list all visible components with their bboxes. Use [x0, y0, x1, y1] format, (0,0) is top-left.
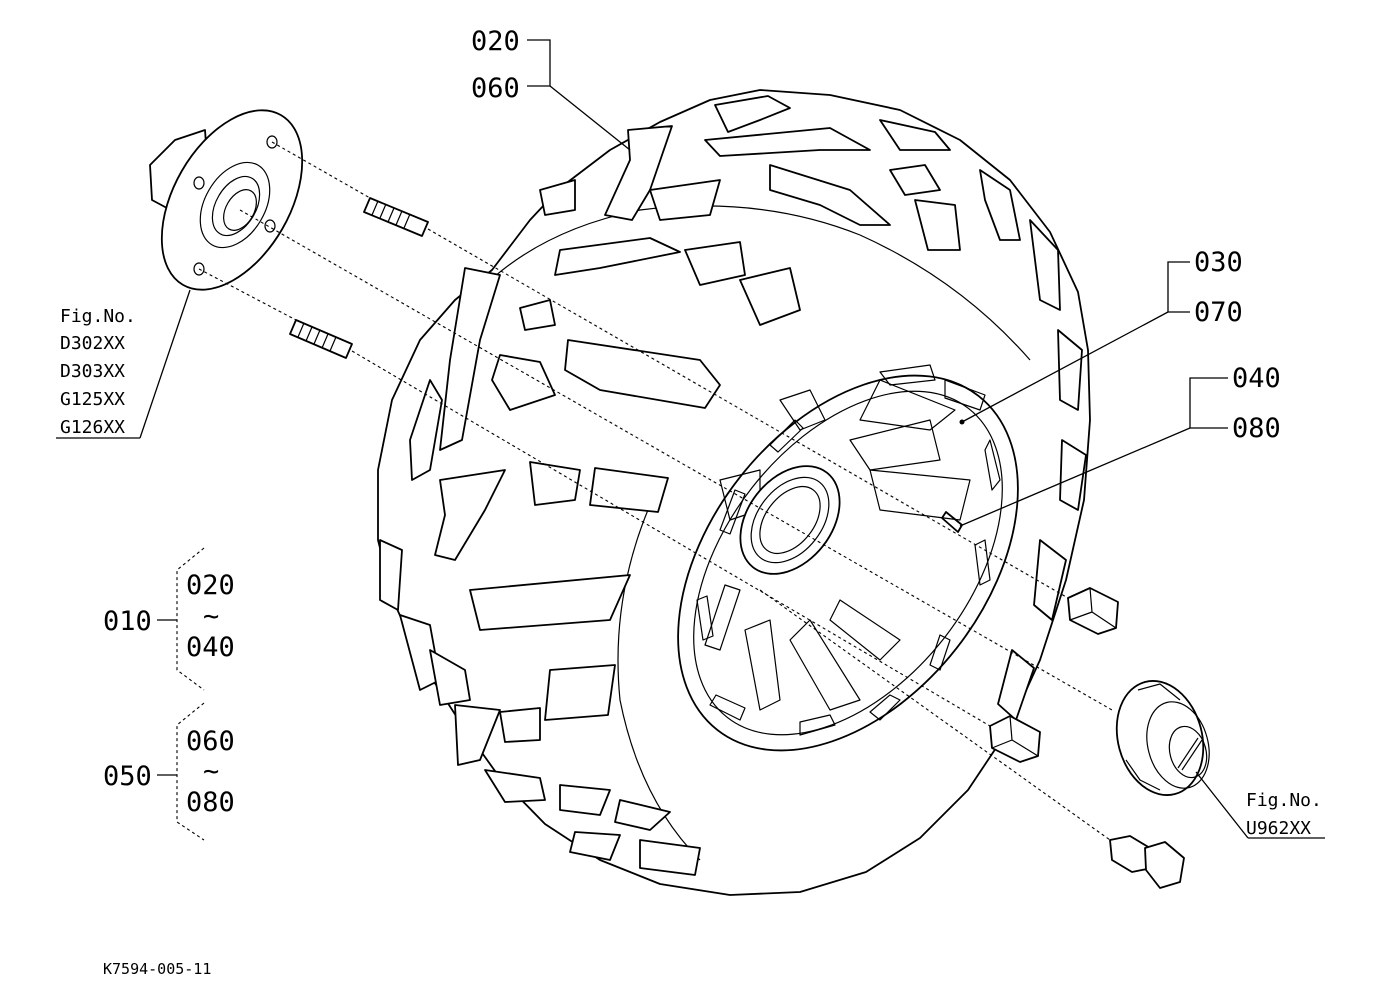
wheel-nut-2 — [989, 715, 1041, 763]
callout-070: 070 — [1194, 297, 1243, 328]
center-cap — [1115, 680, 1210, 796]
group-050-tilde: ~ — [203, 756, 219, 787]
hub-ref-title: Fig.No. — [60, 306, 136, 327]
group-bracket-050 — [157, 702, 205, 841]
wheel-nut-3 — [1109, 835, 1185, 889]
leader-lines — [56, 39, 1325, 839]
cap-ref-title: Fig.No. — [1246, 790, 1322, 811]
callout-020: 020 — [471, 26, 520, 57]
callout-030: 030 — [1194, 247, 1243, 278]
wheel-rim — [677, 364, 1019, 752]
group-bracket-010 — [157, 547, 205, 691]
assembly-guide-lines — [198, 141, 1113, 841]
group-010-to: 040 — [186, 632, 235, 663]
wheel-stud-lower — [289, 319, 353, 359]
group-050-to: 080 — [186, 787, 235, 818]
hub-ref-item: G126XX — [60, 417, 125, 438]
hub-ref-item: D302XX — [60, 333, 125, 354]
callout-060: 060 — [471, 73, 520, 104]
group-050-id: 050 — [103, 761, 152, 792]
tire — [377, 89, 1091, 896]
axle-hub — [149, 109, 304, 291]
callout-040: 040 — [1232, 363, 1281, 394]
wheel-nut-1 — [1067, 587, 1119, 635]
group-010-id: 010 — [103, 606, 152, 637]
group-010-from: 020 — [186, 570, 235, 601]
wheel-stud-upper — [363, 197, 429, 237]
hub-ref-item: G125XX — [60, 389, 125, 410]
callout-080: 080 — [1232, 413, 1281, 444]
hub-ref-item: D303XX — [60, 361, 125, 382]
cap-ref-item: U962XX — [1246, 818, 1311, 839]
drawing-code: K7594-005-11 — [103, 960, 211, 978]
group-010-tilde: ~ — [203, 601, 219, 632]
group-050-from: 060 — [186, 726, 235, 757]
